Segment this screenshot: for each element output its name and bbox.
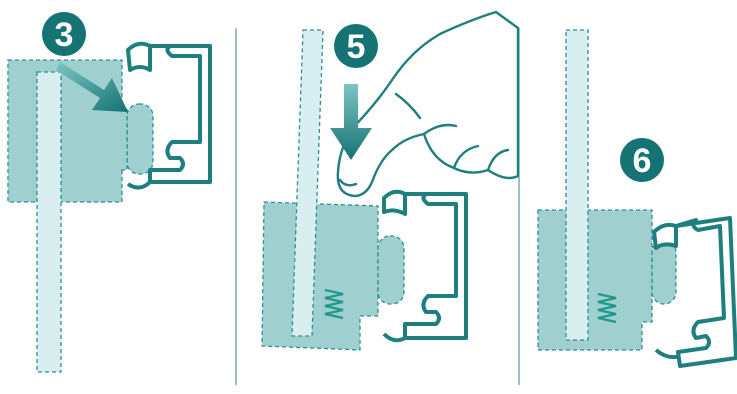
mounting-block: [538, 210, 652, 350]
panel-step-3: 3: [8, 12, 210, 372]
step-number-6: 6: [633, 142, 652, 180]
mounting-block: [8, 60, 122, 202]
rail: [566, 30, 588, 340]
step-number-3: 3: [55, 16, 74, 54]
mounting-block: [262, 202, 378, 350]
step-number-5: 5: [347, 28, 366, 66]
clip-pad: [378, 236, 404, 304]
rail: [37, 72, 61, 372]
panel-step-5: 5: [262, 12, 518, 350]
panel-step-6: 6: [538, 30, 736, 366]
clip-pad: [127, 104, 153, 174]
